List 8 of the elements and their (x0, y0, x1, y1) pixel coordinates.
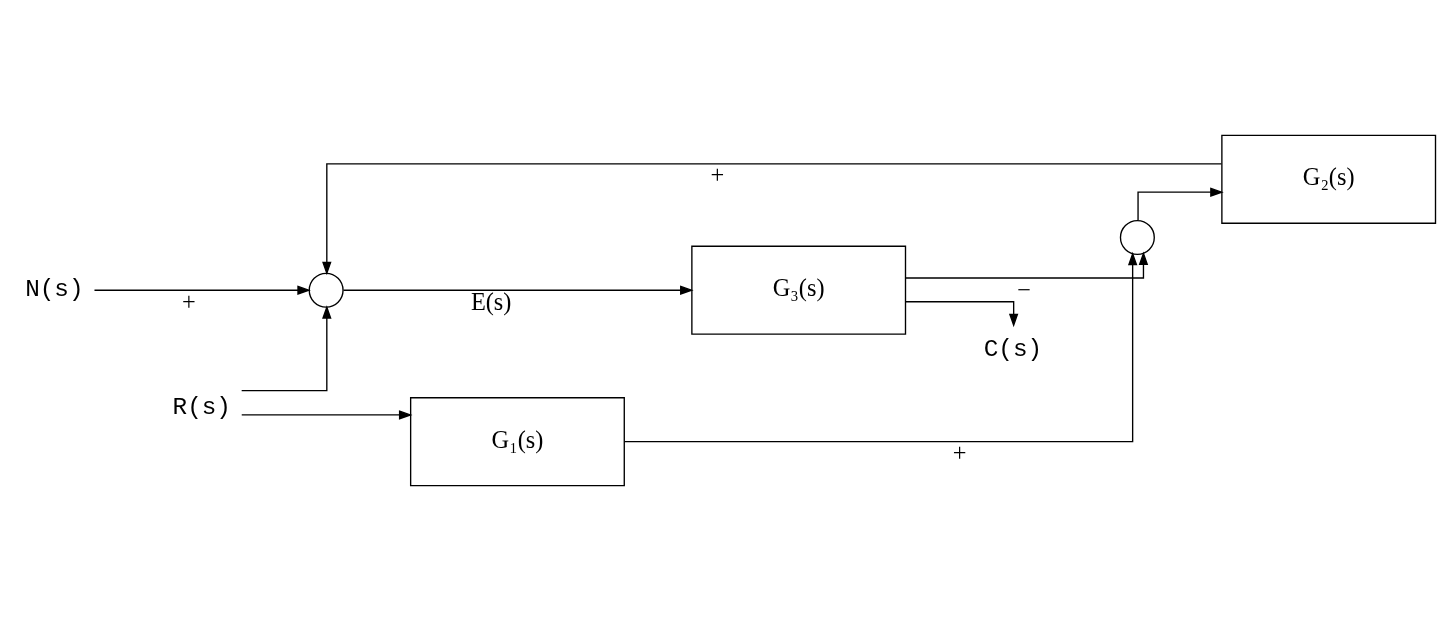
edge-label: + (710, 160, 725, 188)
edge-label: + (181, 287, 196, 315)
node-text: C(s) (983, 335, 1043, 363)
edge-label: + (952, 438, 967, 466)
edge-label: E(s) (470, 287, 512, 315)
node-text: R(s) (172, 393, 231, 421)
edge-label: − (1017, 275, 1031, 303)
node-text: N(s) (25, 275, 84, 303)
